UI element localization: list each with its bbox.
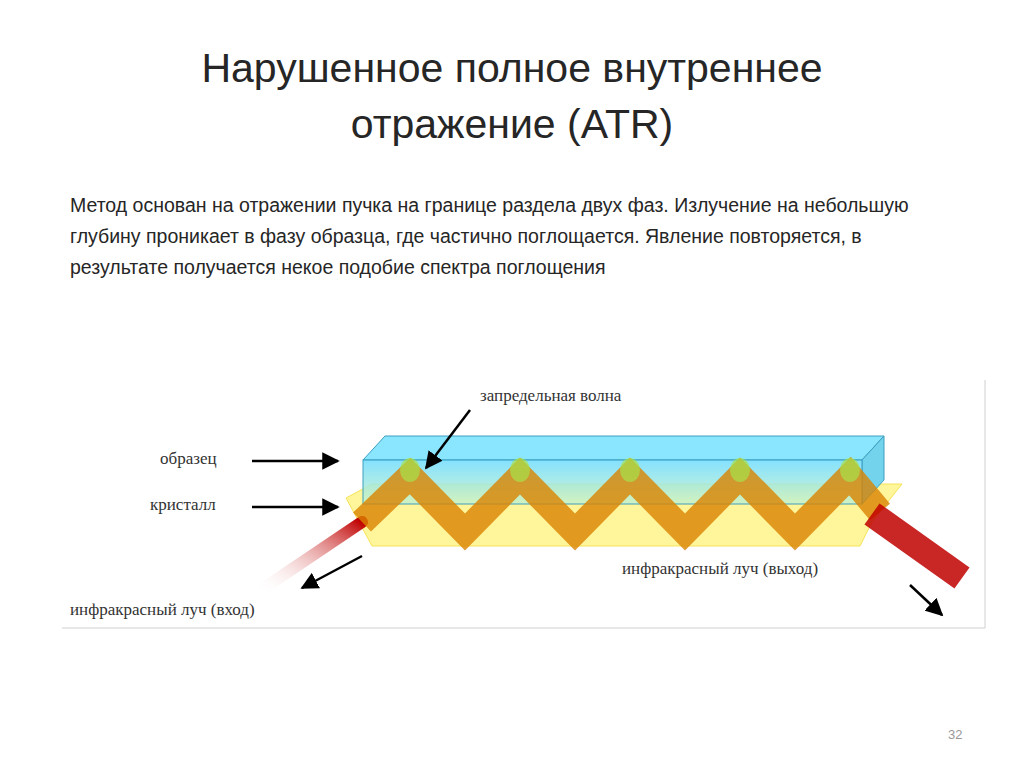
page-number: 32 (948, 727, 962, 742)
callout-label: инфракрасный луч (выход) (622, 559, 818, 579)
callout-label: кристалл (150, 495, 216, 515)
ir-beam (258, 458, 962, 592)
callout-label: образец (160, 449, 217, 469)
callout-label: инфракрасный луч (вход) (70, 600, 255, 620)
callout-label: запредельная волна (480, 386, 621, 406)
body-text: Метод основан на отражении пучка на гран… (70, 190, 950, 283)
leader-arrows (252, 410, 942, 615)
slide-title: Нарушенное полное внутреннее отражение (… (112, 40, 912, 152)
figure-panel (62, 380, 985, 628)
